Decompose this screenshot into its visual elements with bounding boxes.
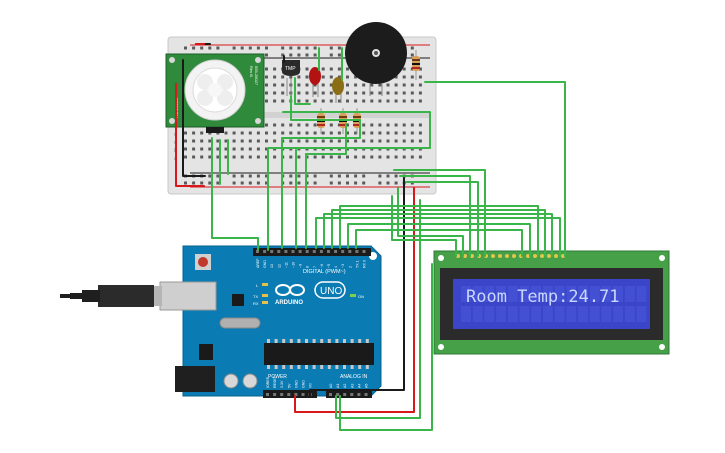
arduino-logo: ARDUINO UNO [275, 281, 346, 306]
rx-led-label: RX [253, 301, 259, 306]
digital-pin-label-12: ~3 [341, 264, 345, 268]
yellow-led[interactable] [332, 77, 344, 103]
reset-button-cap[interactable] [198, 257, 208, 267]
uno-model-text: UNO [320, 286, 342, 297]
digital-header[interactable] [253, 248, 371, 256]
digital-pin-label-4: ~11 [284, 262, 288, 268]
wires [175, 43, 566, 431]
ic-pins [267, 339, 369, 369]
lcd-16x2[interactable]: Room Temp:24.71 [433, 250, 670, 355]
l-led-label: L [256, 283, 259, 288]
wire-buzzer[interactable] [424, 81, 566, 257]
header-holes [256, 250, 368, 396]
digital-pin-label-3: 12 [277, 264, 281, 268]
analog-pin-label-5: A5 [365, 384, 369, 388]
digital-section-label: DIGITAL (PWM~) [303, 269, 346, 275]
wire-analog-a0[interactable] [339, 263, 433, 431]
wire-power-arduino[interactable] [294, 187, 415, 413]
power-pin-label-4: GND [294, 380, 298, 388]
atmega-chip [264, 343, 374, 365]
red-led[interactable] [309, 67, 321, 97]
analog-pin-label-3: A3 [350, 384, 354, 388]
wire-temp-signal[interactable] [267, 111, 431, 251]
digital-pin-label-13: 2 [348, 266, 352, 268]
piezo-buzzer[interactable] [345, 22, 407, 96]
digital-pin-label-7: 8 [306, 266, 310, 268]
power-pin-label-1: RESET [273, 375, 277, 388]
lcd-line-1: Room Temp:24.71 [466, 287, 620, 307]
digital-pin-label-15: RX 0 [363, 260, 367, 268]
usb-port [159, 281, 217, 311]
usb-cable [60, 285, 154, 307]
tmp-label: TMP [285, 66, 296, 72]
digital-pin-label-9: ~6 [320, 264, 324, 268]
resistor-4[interactable] [412, 50, 420, 80]
power-pin-label-2: 3.3V [280, 380, 284, 388]
wire-lcd-d7[interactable] [315, 217, 561, 257]
lcd-character-cells [461, 286, 647, 322]
tx-led-label: TX [253, 294, 258, 299]
power-pin-label-6: Vin [309, 383, 313, 388]
analog-header[interactable] [326, 390, 372, 398]
digital-pin-label-0: AREF [256, 258, 260, 268]
digital-pin-label-8: 7 [313, 266, 317, 268]
digital-pin-label-6: ~9 [299, 264, 303, 268]
digital-pin-label-11: 4 [334, 266, 338, 268]
pir-sensor[interactable]: PARALLAX 555-28027 Rev B [165, 53, 265, 133]
wire-ground-rail[interactable] [182, 59, 206, 177]
analog-pin-label-0: A0 [329, 384, 333, 388]
power-pin-label-3: 5V [287, 383, 291, 388]
analog-pin-label-4: A4 [357, 384, 361, 388]
analog-pin-label-2: A2 [343, 384, 347, 388]
arduino-logo-text: ARDUINO [275, 300, 303, 306]
power-pin-label-5: GND [302, 380, 306, 388]
wire-pir-signal[interactable] [211, 185, 259, 251]
wire-power-rail[interactable] [175, 83, 205, 187]
pir-part-number: 555-28027 [254, 66, 259, 86]
digital-pin-label-5: ~10 [292, 262, 296, 268]
pir-revision: Rev B [249, 66, 254, 77]
power-jack [175, 366, 215, 392]
digital-pin-label-14: TX 1 [355, 260, 359, 268]
analog-pin-label-1: A1 [336, 384, 340, 388]
wire-ground-arduino[interactable] [309, 177, 405, 397]
analog-section-label: ANALOG IN [340, 374, 368, 380]
on-led-label: ON [358, 294, 364, 299]
power-section-label: POWER [268, 374, 287, 380]
digital-pin-label-2: 13 [270, 264, 274, 268]
power-pin-label-0: IOREF [266, 376, 270, 388]
digital-pin-label-1: GND [263, 260, 267, 268]
digital-pin-label-10: ~5 [327, 264, 331, 268]
